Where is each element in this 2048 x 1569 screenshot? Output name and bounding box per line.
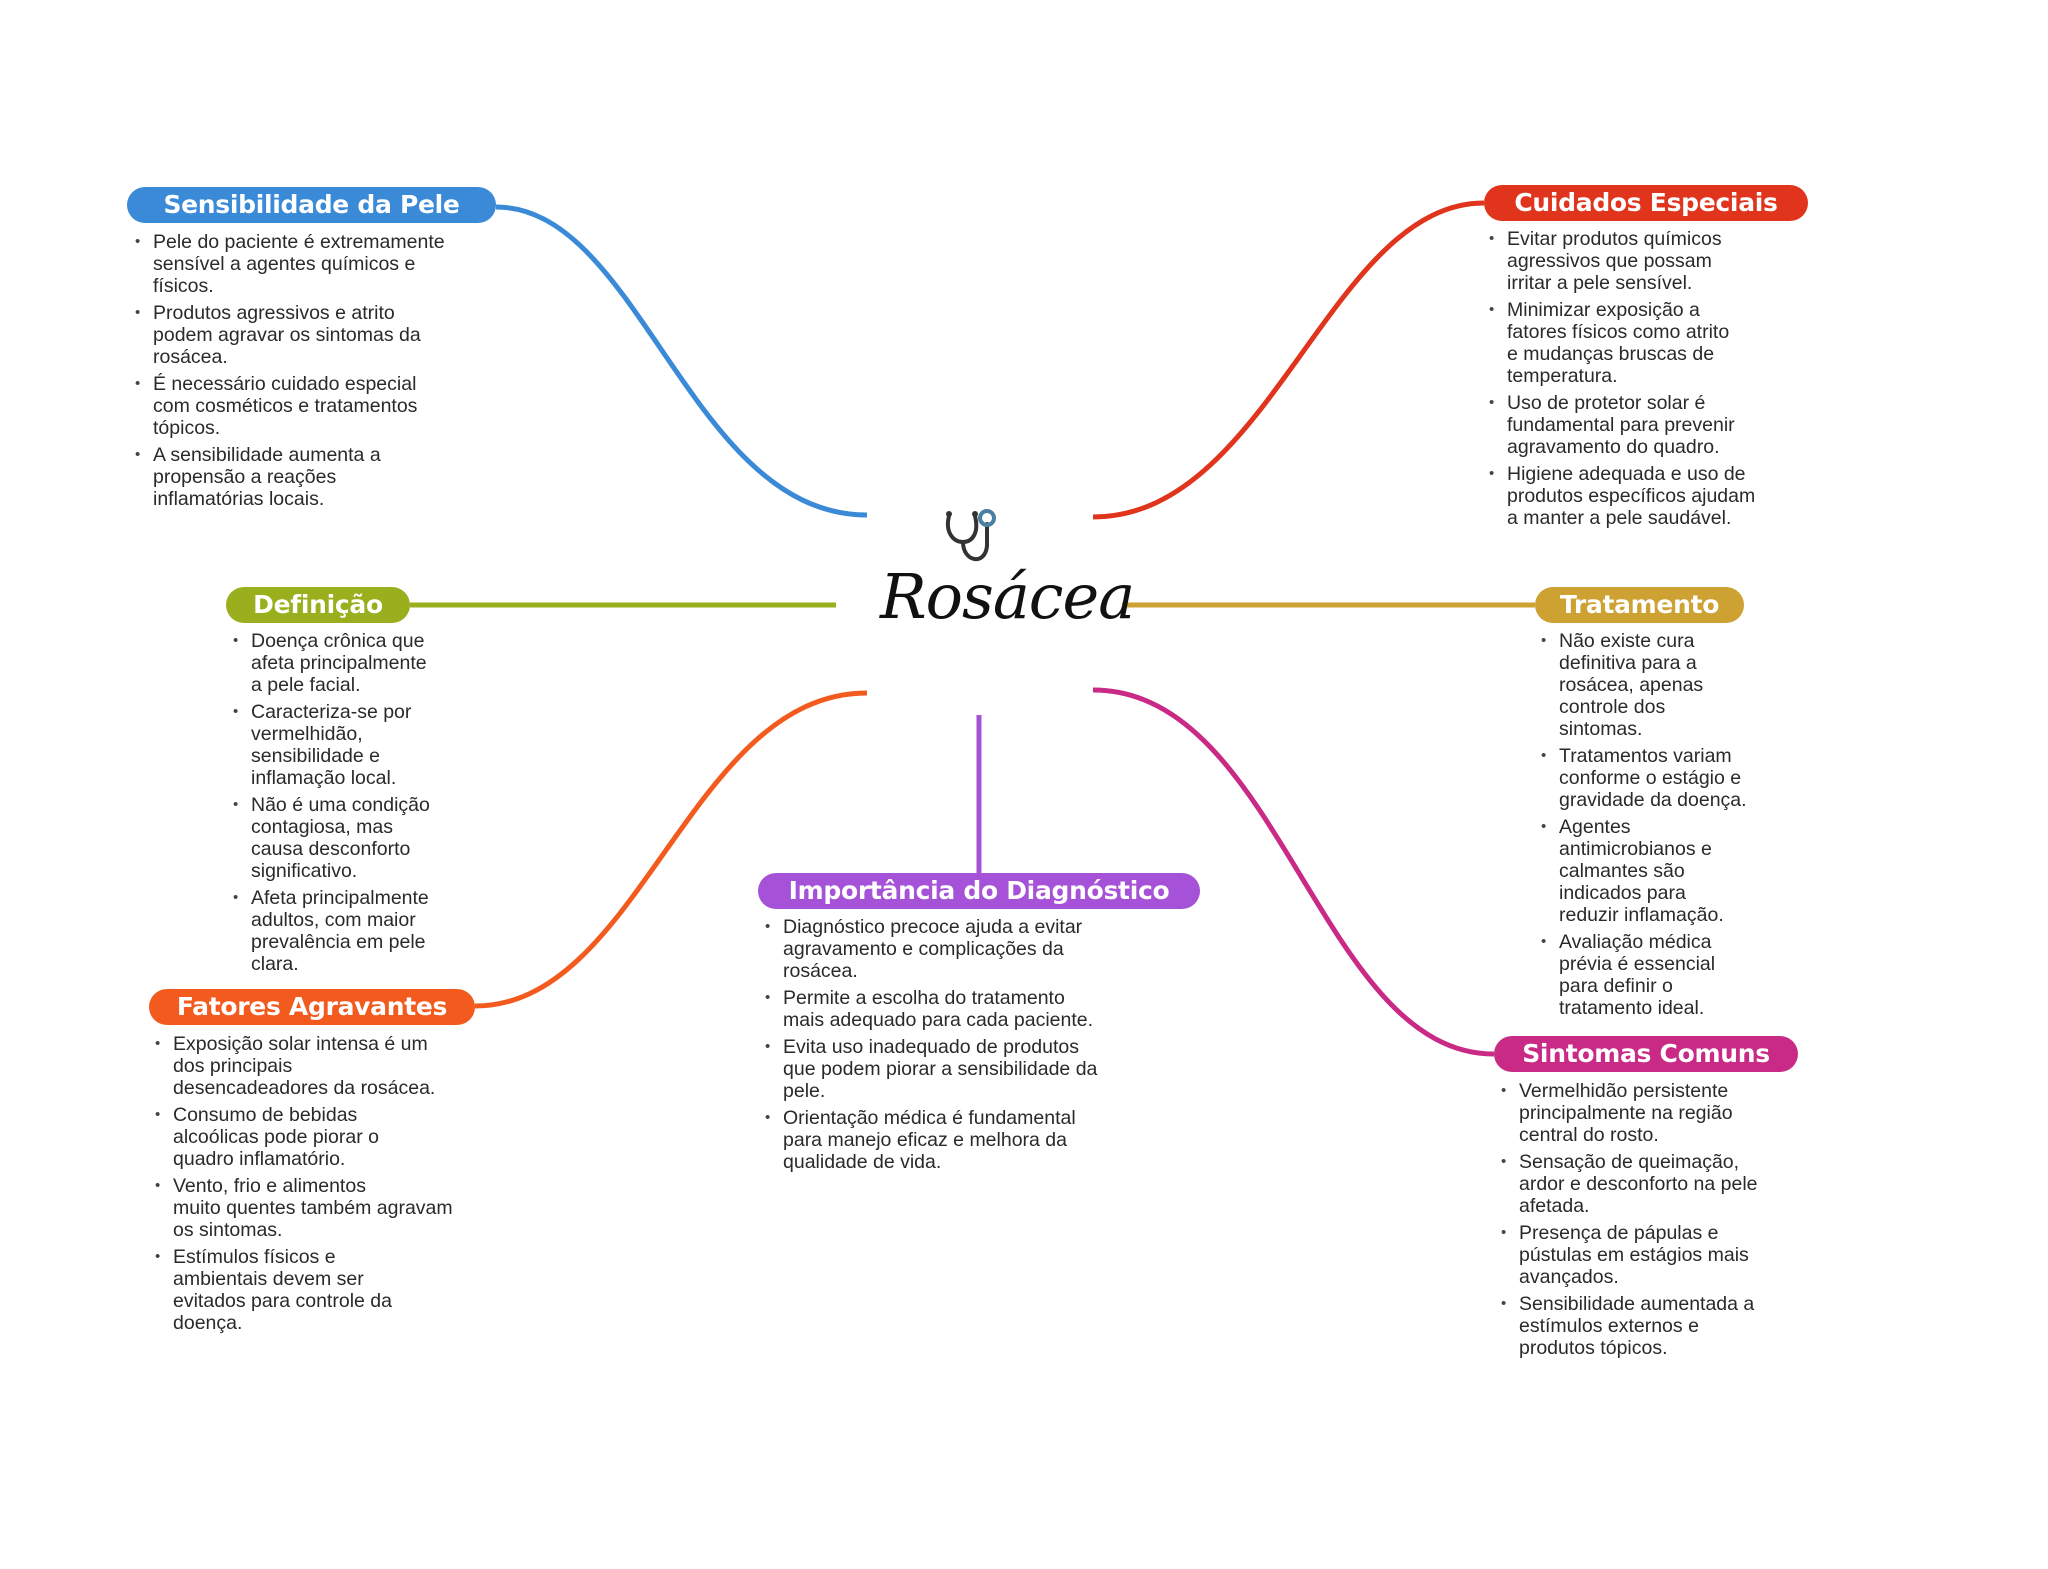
central-topic-title: Rosácea bbox=[880, 560, 1135, 633]
note-item: Consumo de bebidas alcoólicas pode piora… bbox=[155, 1104, 453, 1170]
note-item: Vermelhidão persistente principalmente n… bbox=[1501, 1080, 1758, 1146]
connector-sintomas bbox=[1092, 687, 1495, 1057]
note-item: Higiene adequada e uso de produtos espec… bbox=[1489, 463, 1755, 529]
note-item: Doença crônica que afeta principalmente … bbox=[233, 630, 430, 696]
note-item: Não existe cura definitiva para a rosáce… bbox=[1541, 630, 1747, 740]
note-item: Orientação médica é fundamental para man… bbox=[765, 1107, 1097, 1173]
branch-notes-tratamento: Não existe cura definitiva para a rosáce… bbox=[1541, 630, 1747, 1024]
note-item: Afeta principalmente adultos, com maior … bbox=[233, 887, 430, 975]
note-item: Avaliação médica prévia é essencial para… bbox=[1541, 931, 1747, 1019]
connector-fatores bbox=[474, 690, 868, 1009]
branch-notes-cuidados: Evitar produtos químicos agressivos que … bbox=[1489, 228, 1755, 534]
note-item: A sensibilidade aumenta a propensão a re… bbox=[135, 444, 445, 510]
branch-notes-definicao: Doença crônica que afeta principalmente … bbox=[233, 630, 430, 980]
note-item: Exposição solar intensa é um dos princip… bbox=[155, 1033, 453, 1099]
note-item: Não é uma condição contagiosa, mas causa… bbox=[233, 794, 430, 882]
note-item: Presença de pápulas e pústulas em estági… bbox=[1501, 1222, 1758, 1288]
branch-title-definicao: Definição bbox=[226, 587, 410, 623]
note-item: Sensação de queimação, ardor e desconfor… bbox=[1501, 1151, 1758, 1217]
note-item: Minimizar exposição a fatores físicos co… bbox=[1489, 299, 1755, 387]
note-item: Uso de protetor solar é fundamental para… bbox=[1489, 392, 1755, 458]
note-item: Sensibilidade aumentada a estímulos exte… bbox=[1501, 1293, 1758, 1359]
note-item: Caracteriza-se por vermelhidão, sensibil… bbox=[233, 701, 430, 789]
branch-notes-sensibilidade: Pele do paciente é extremamente sensível… bbox=[135, 231, 445, 515]
branch-notes-importancia: Diagnóstico precoce ajuda a evitar agrav… bbox=[765, 916, 1097, 1178]
note-item: Vento, frio e alimentos muito quentes ta… bbox=[155, 1175, 453, 1241]
branch-notes-sintomas: Vermelhidão persistente principalmente n… bbox=[1501, 1080, 1758, 1364]
note-item: Diagnóstico precoce ajuda a evitar agrav… bbox=[765, 916, 1097, 982]
note-item: Evitar produtos químicos agressivos que … bbox=[1489, 228, 1755, 294]
note-item: Produtos agressivos e atrito podem agrav… bbox=[135, 302, 445, 368]
branch-title-sintomas: Sintomas Comuns bbox=[1494, 1036, 1798, 1072]
connector-sensibilidade bbox=[495, 204, 868, 518]
note-item: Estímulos físicos e ambientais devem ser… bbox=[155, 1246, 453, 1334]
stethoscope-icon bbox=[946, 509, 996, 561]
note-item: É necessário cuidado especial com cosmét… bbox=[135, 373, 445, 439]
note-item: Tratamentos variam conforme o estágio e … bbox=[1541, 745, 1747, 811]
branch-title-fatores: Fatores Agravantes bbox=[149, 989, 475, 1025]
note-item: Pele do paciente é extremamente sensível… bbox=[135, 231, 445, 297]
branch-title-sensibilidade: Sensibilidade da Pele bbox=[127, 187, 496, 223]
branch-title-cuidados: Cuidados Especiais bbox=[1484, 185, 1808, 221]
note-item: Evita uso inadequado de produtos que pod… bbox=[765, 1036, 1097, 1102]
connector-cuidados bbox=[1092, 200, 1485, 520]
note-item: Permite a escolha do tratamento mais ade… bbox=[765, 987, 1097, 1031]
branch-title-tratamento: Tratamento bbox=[1535, 587, 1744, 623]
branch-notes-fatores: Exposição solar intensa é um dos princip… bbox=[155, 1033, 453, 1339]
note-item: Agentes antimicrobianos e calmantes são … bbox=[1541, 816, 1747, 926]
branch-title-importancia: Importância do Diagnóstico bbox=[758, 873, 1200, 909]
